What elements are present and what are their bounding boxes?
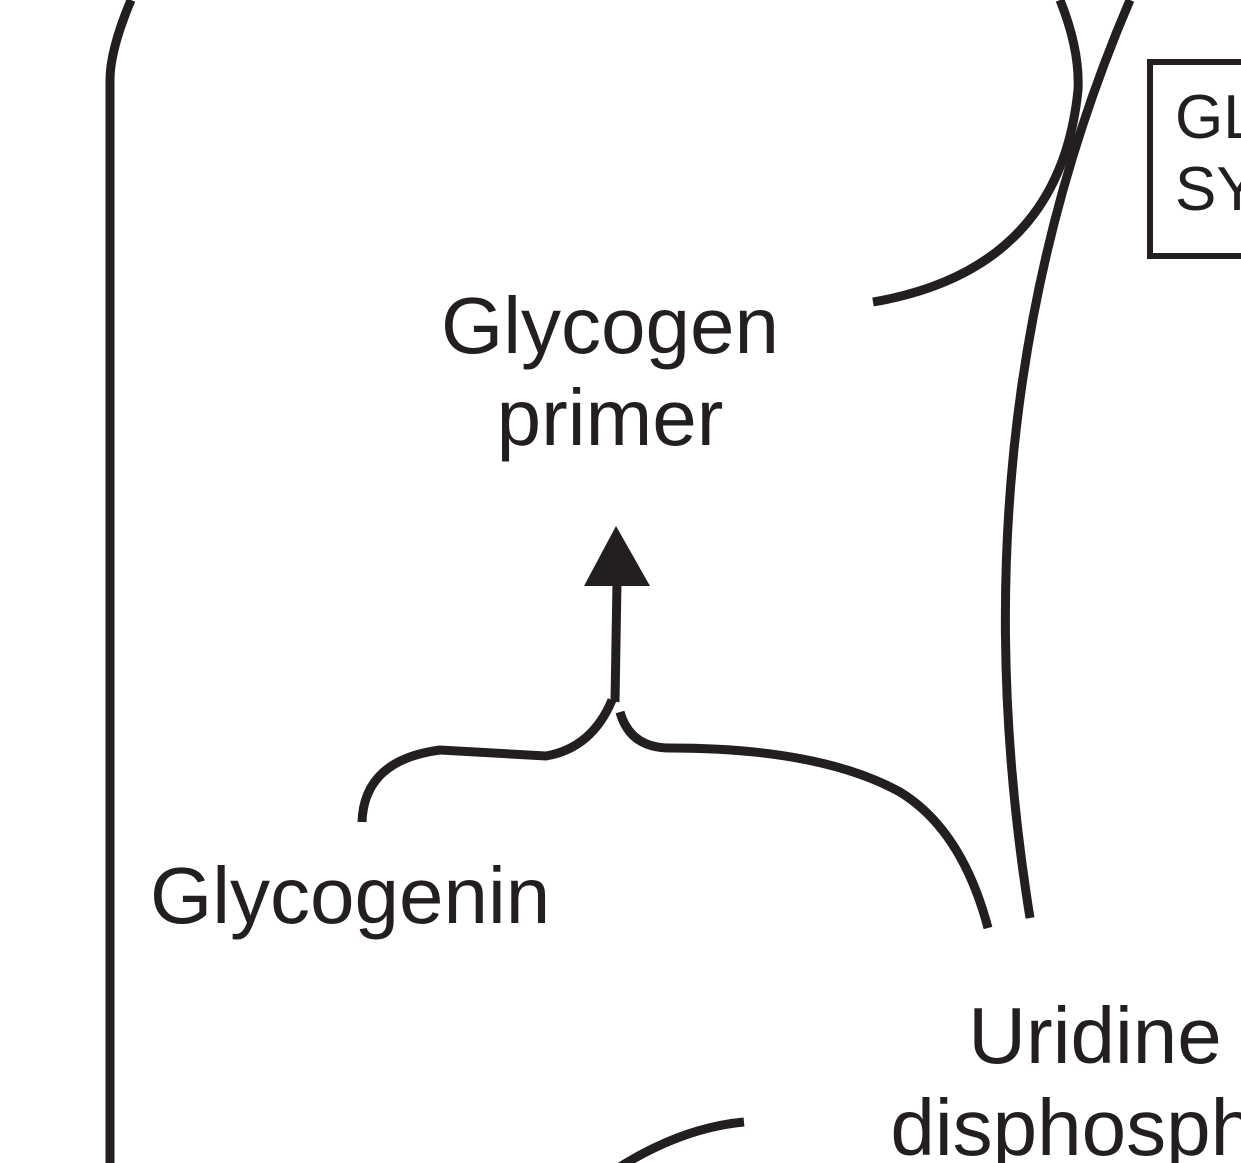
enzyme-box (1147, 59, 1241, 259)
long-right-pathway-line (1000, 0, 1135, 919)
glycogenin-brace-left (357, 698, 617, 823)
udp-brace-right (615, 710, 993, 930)
right-curve-to-primer (872, 0, 1083, 307)
enzyme-box-label: GL SY (1175, 82, 1241, 226)
lower-curve-line (617, 1117, 745, 1163)
udp-line-1: Uridine (968, 991, 1222, 1080)
uridine-diphosphate-label: Uridine disphospha (835, 990, 1241, 1163)
up-arrowhead-icon (584, 526, 650, 586)
glycogen-primer-line-2: primer (496, 373, 724, 462)
arrow-shaft (610, 581, 622, 703)
enzyme-box-line-1: GL (1175, 83, 1241, 152)
glycogen-primer-line-1: Glycogen (441, 281, 779, 370)
glycogenin-label: Glycogenin (150, 851, 551, 940)
glycogen-primer-label: Glycogen primer (410, 280, 810, 464)
udp-line-2: disphospha (890, 1083, 1241, 1163)
outer-left-pathway-line (105, 0, 136, 1163)
enzyme-box-line-2: SY (1175, 155, 1241, 224)
